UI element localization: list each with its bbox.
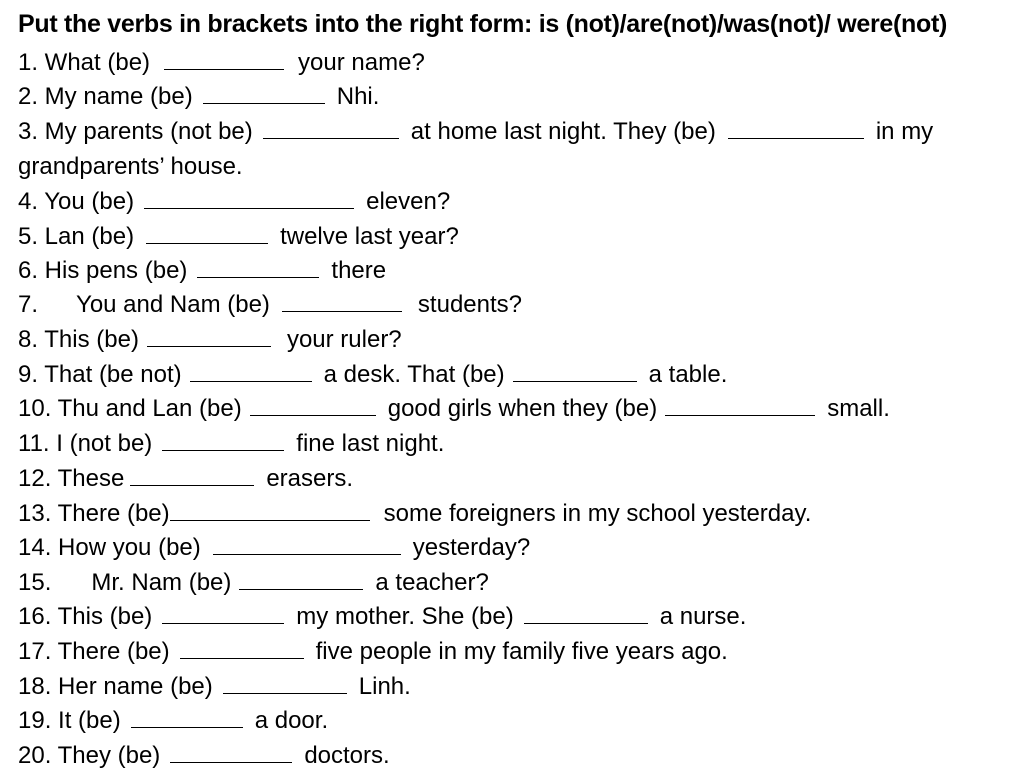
question-13-rest: some foreigners in my school yesterday. — [383, 500, 812, 527]
question-14-prompt: 14. How you (be) — [18, 534, 201, 561]
question-10-middle: good girls when they (be) — [387, 395, 658, 422]
question-9-rest: a table. — [648, 361, 728, 388]
question-1-prompt: 1. What (be) — [18, 49, 151, 76]
question-6-rest: there — [331, 257, 387, 284]
answer-blank-8[interactable] — [146, 326, 271, 347]
question-3-prompt: 3. My parents (not be) — [18, 118, 253, 145]
question-19-rest: a door. — [254, 707, 329, 734]
question-16-middle: my mother. She (be) — [296, 603, 514, 630]
question-8-rest: your ruler? — [286, 326, 402, 353]
answer-blank-16b[interactable] — [523, 603, 648, 624]
answer-blank-14[interactable] — [212, 534, 401, 555]
answer-blank-12[interactable] — [130, 465, 255, 486]
question-4-rest: eleven? — [366, 188, 451, 215]
question-18: 18. Her name (be) Linh. — [18, 670, 411, 704]
question-9: 9. That (be not) a desk. That (be) a tab… — [18, 358, 727, 392]
question-5-rest: twelve last year? — [280, 223, 459, 250]
question-16: 16. This (be) my mother. She (be) a nurs… — [18, 600, 746, 634]
question-3-continuation: grandparents’ house. — [18, 153, 243, 180]
answer-blank-3a[interactable] — [262, 118, 399, 139]
question-17: 17. There (be) five people in my family … — [18, 635, 728, 669]
question-8: 8. This (be) your ruler? — [18, 323, 402, 357]
question-7-rest: students? — [417, 291, 522, 318]
answer-blank-16a[interactable] — [162, 603, 285, 624]
question-19-prompt: 19. It (be) — [18, 707, 121, 734]
question-3-rest: in my — [875, 118, 934, 145]
answer-blank-7[interactable] — [281, 291, 402, 312]
question-9-prompt: 9. That (be not) — [18, 361, 182, 388]
answer-blank-2[interactable] — [202, 83, 325, 104]
question-2: 2. My name (be) Nhi. — [18, 80, 379, 114]
question-14: 14. How you (be) yesterday? — [18, 531, 530, 565]
question-5: 5. Lan (be) twelve last year? — [18, 220, 459, 254]
question-12-prompt: 12. These — [18, 465, 125, 492]
question-3-continued: grandparents’ house. — [18, 150, 243, 184]
question-18-prompt: 18. Her name (be) — [18, 673, 213, 700]
question-11-prompt: 11. I (not be) — [18, 430, 153, 457]
question-5-prompt: 5. Lan (be) — [18, 223, 135, 250]
question-13-prompt: 13. There (be) — [18, 500, 170, 527]
question-2-rest: Nhi. — [336, 83, 380, 110]
question-15-rest: a teacher? — [375, 569, 489, 596]
answer-blank-10b[interactable] — [665, 395, 816, 416]
question-10: 10. Thu and Lan (be) good girls when the… — [18, 392, 890, 426]
instructions-title: Put the verbs in brackets into the right… — [18, 10, 948, 38]
question-11-rest: fine last night. — [296, 430, 445, 457]
question-7-prompt: You and Nam (be) — [76, 291, 270, 318]
question-16-prompt: 16. This (be) — [18, 603, 153, 630]
question-20-rest: doctors. — [304, 742, 390, 769]
question-9-middle: a desk. That (be) — [323, 361, 505, 388]
question-12: 12. These erasers. — [18, 462, 353, 496]
answer-blank-6[interactable] — [197, 257, 320, 278]
answer-blank-3b[interactable] — [727, 118, 864, 139]
question-20-prompt: 20. They (be) — [18, 742, 161, 769]
question-15: 15. Mr. Nam (be) a teacher? — [18, 566, 489, 600]
answer-blank-5[interactable] — [146, 223, 269, 244]
question-11: 11. I (not be) fine last night. — [18, 427, 444, 461]
question-20: 20. They (be) doctors. — [18, 739, 390, 773]
answer-blank-10a[interactable] — [249, 395, 376, 416]
question-1-rest: your name? — [298, 49, 425, 76]
question-17-prompt: 17. There (be) — [18, 638, 170, 665]
question-3: 3. My parents (not be) at home last nigh… — [18, 115, 933, 149]
question-15-number: 15. — [18, 569, 52, 596]
question-18-rest: Linh. — [358, 673, 411, 700]
question-4: 4. You (be) eleven? — [18, 185, 450, 219]
answer-blank-1[interactable] — [164, 49, 285, 70]
question-12-rest: erasers. — [266, 465, 354, 492]
answer-blank-19[interactable] — [130, 707, 243, 728]
question-2-prompt: 2. My name (be) — [18, 83, 193, 110]
question-1: 1. What (be) your name? — [18, 46, 425, 80]
question-10-prompt: 10. Thu and Lan (be) — [18, 395, 242, 422]
answer-blank-9b[interactable] — [512, 361, 637, 382]
question-16-rest: a nurse. — [659, 603, 747, 630]
question-10-rest: small. — [827, 395, 890, 422]
question-19: 19. It (be) a door. — [18, 704, 328, 738]
question-3-middle: at home last night. They (be) — [410, 118, 716, 145]
answer-blank-9a[interactable] — [189, 361, 312, 382]
question-17-rest: five people in my family five years ago. — [315, 638, 728, 665]
answer-blank-15[interactable] — [239, 569, 364, 590]
question-14-rest: yesterday? — [412, 534, 531, 561]
answer-blank-18[interactable] — [222, 673, 347, 694]
answer-blank-13[interactable] — [169, 500, 370, 521]
question-15-prompt: Mr. Nam (be) — [91, 569, 232, 596]
answer-blank-4[interactable] — [144, 188, 355, 209]
answer-blank-20[interactable] — [170, 742, 293, 763]
question-13: 13. There (be) some foreigners in my sch… — [18, 497, 811, 531]
question-7-number: 7. — [18, 291, 39, 318]
answer-blank-17[interactable] — [179, 638, 304, 659]
question-4-prompt: 4. You (be) — [18, 188, 135, 215]
question-6: 6. His pens (be) there — [18, 254, 386, 288]
answer-blank-11[interactable] — [162, 430, 285, 451]
question-8-prompt: 8. This (be) — [18, 326, 139, 353]
question-7: 7. You and Nam (be) students? — [18, 288, 522, 322]
question-6-prompt: 6. His pens (be) — [18, 257, 188, 284]
